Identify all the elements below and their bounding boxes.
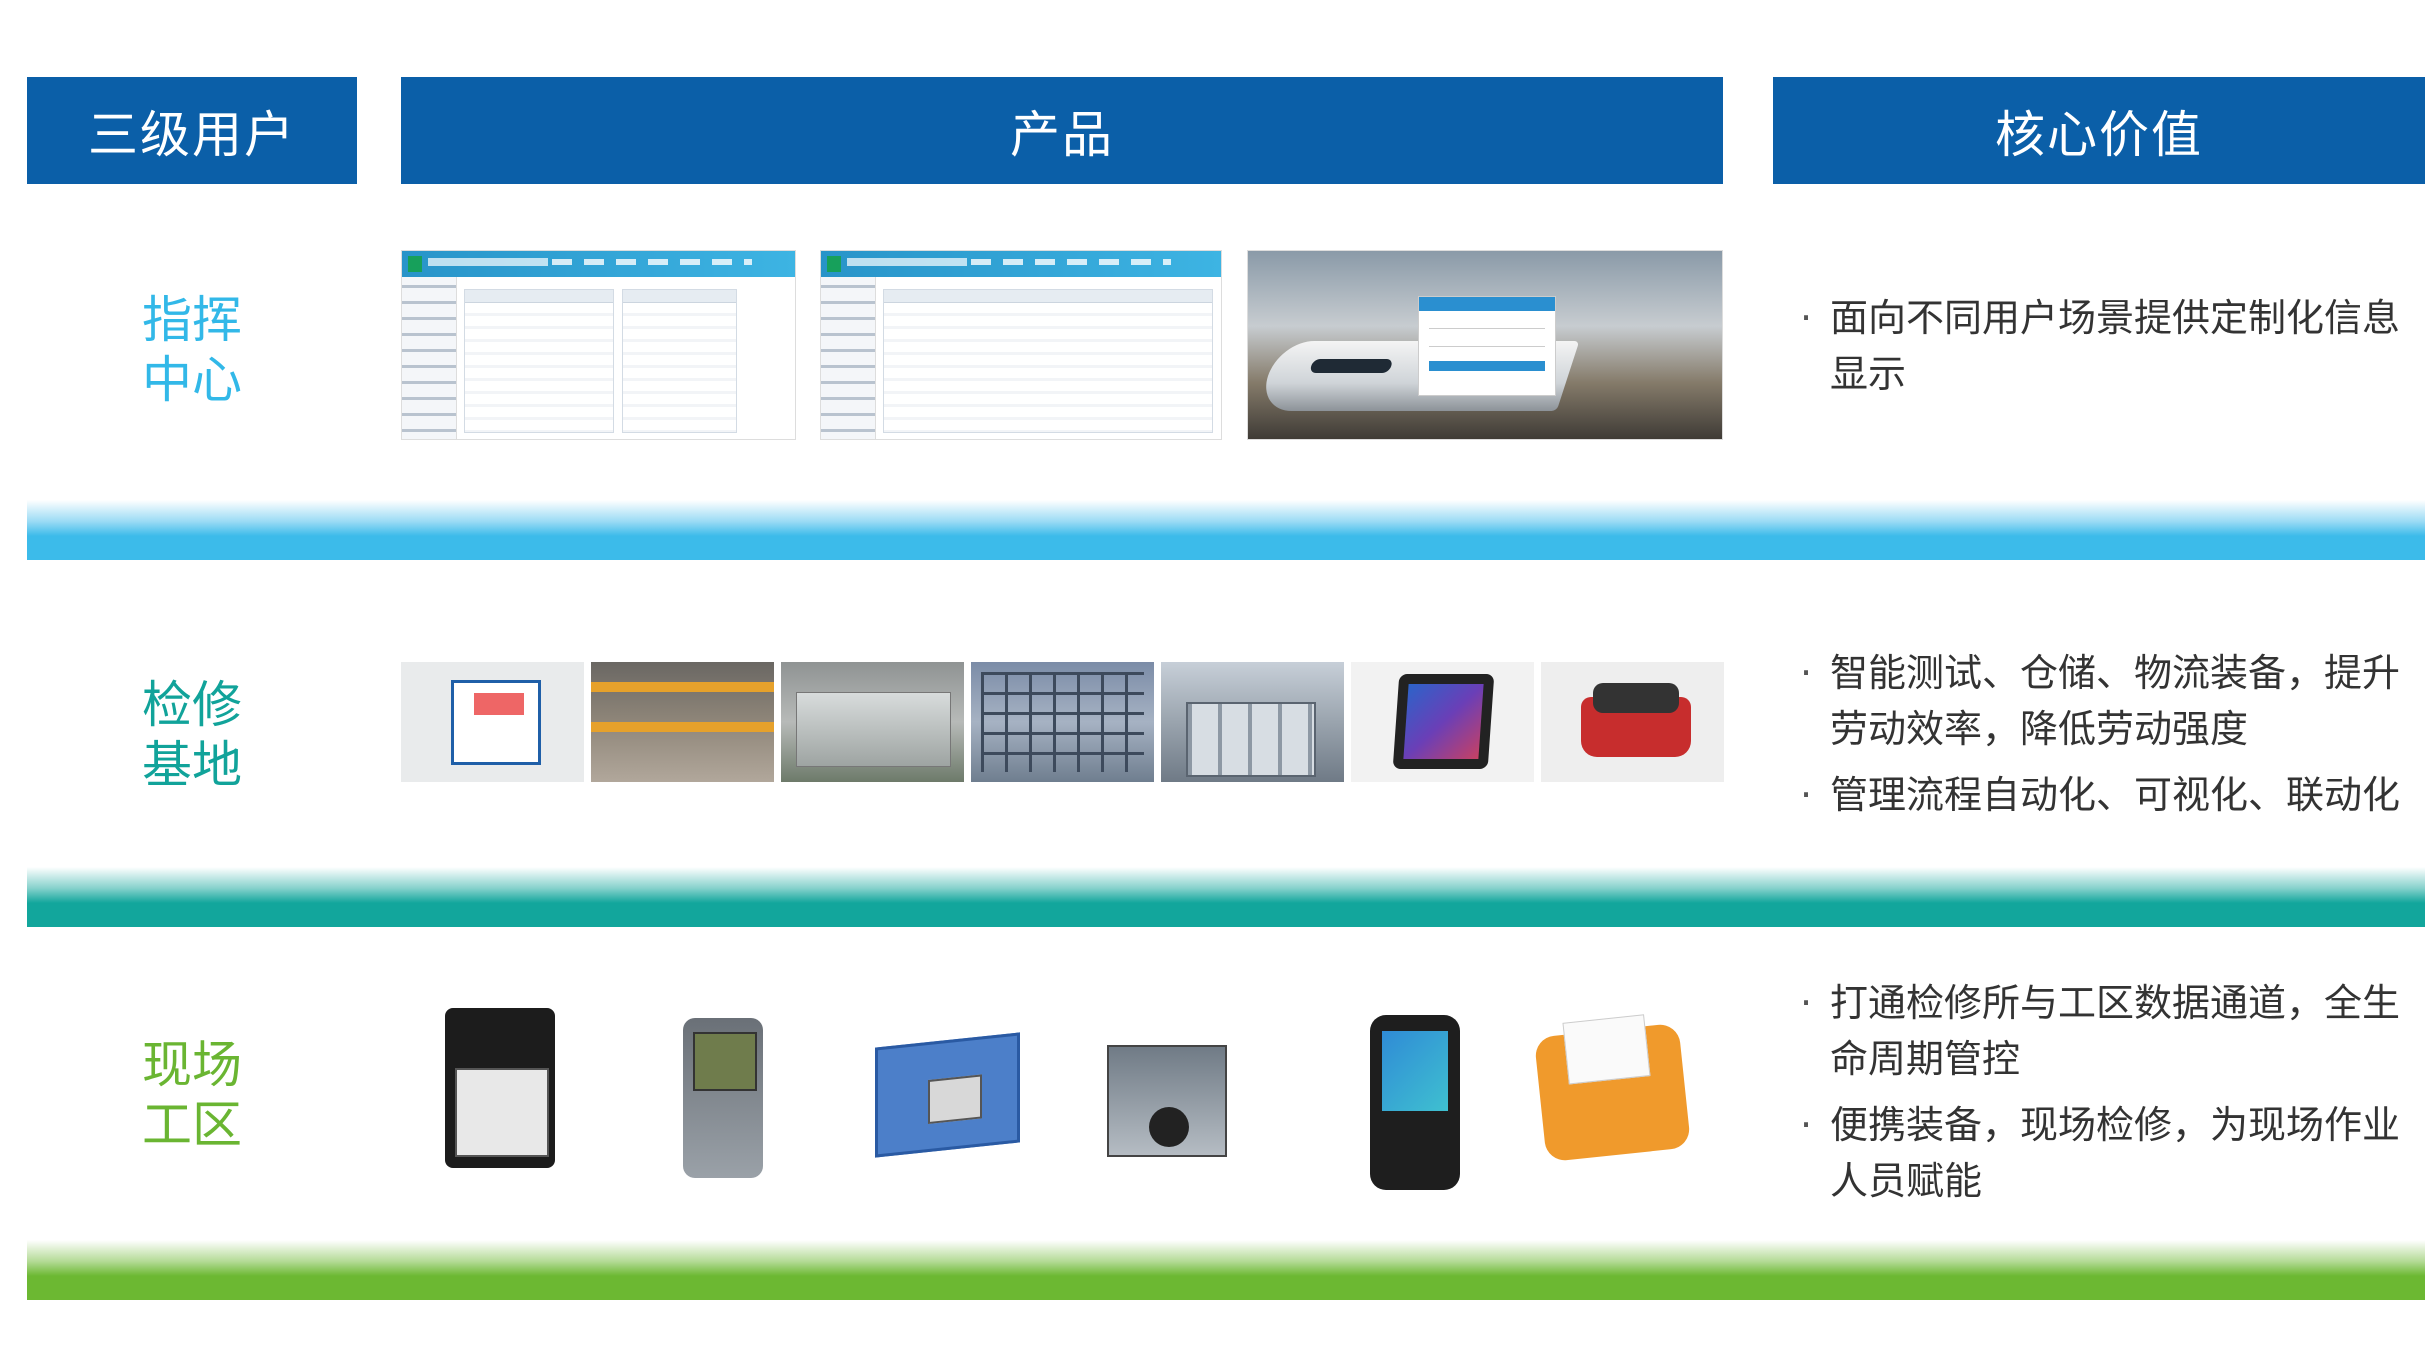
tier-band-maintenance-base xyxy=(27,867,2425,927)
tier-label-line: 工区 xyxy=(142,1096,242,1154)
tier-band-command-center xyxy=(27,500,2425,560)
app-logo-icon xyxy=(408,256,422,272)
core-value-text: 打通检修所与工区数据通道，全生命周期管控 xyxy=(1830,981,2401,1081)
tier-label-line: 检修 xyxy=(142,676,242,734)
photo-agv-robot xyxy=(1541,662,1724,782)
core-value-item: · 智能测试、仓储、物流装备，提升劳动效率，降低劳动强度 xyxy=(1800,645,2400,757)
core-value-list-command-center: · 面向不同用户场景提供定制化信息显示 xyxy=(1800,290,2400,412)
core-value-text: 管理流程自动化、可视化、联动化 xyxy=(1830,773,2401,817)
photo-rugged-tablet xyxy=(1351,662,1534,782)
header-core-value: 核心价值 xyxy=(1773,77,2425,184)
tier-label-line: 基地 xyxy=(142,736,242,794)
core-value-item: · 面向不同用户场景提供定制化信息显示 xyxy=(1800,290,2400,402)
login-button xyxy=(1429,361,1545,371)
photo-handheld-tester xyxy=(683,1018,763,1178)
tier-label-maintenance-base: 检修 基地 xyxy=(27,675,357,795)
tier-band-field-work-area xyxy=(27,1240,2425,1300)
core-value-item: · 打通检修所与工区数据通道，全生命周期管控 xyxy=(1800,975,2400,1087)
bullet-icon: · xyxy=(1800,296,1813,340)
app-topbar xyxy=(821,251,1221,277)
header-users: 三级用户 xyxy=(27,77,357,184)
photo-cleaning-tank xyxy=(781,662,964,782)
tier-label-command-center: 指挥 中心 xyxy=(27,290,357,410)
app-sidebar xyxy=(402,277,457,439)
core-value-text: 便携装备，现场检修，为现场作业人员赋能 xyxy=(1830,1103,2401,1203)
photo-label-printer xyxy=(1533,1022,1692,1163)
header-products: 产品 xyxy=(401,77,1723,184)
software-screenshot-table xyxy=(820,250,1222,440)
core-value-text: 面向不同用户场景提供定制化信息显示 xyxy=(1830,296,2401,396)
login-form xyxy=(1418,296,1556,396)
photo-overhead-crane xyxy=(591,662,774,782)
tier-label-line: 现场 xyxy=(142,1036,242,1094)
core-value-item: · 管理流程自动化、可视化、联动化 xyxy=(1800,767,2400,823)
app-sidebar xyxy=(821,277,876,439)
photo-storage-rack xyxy=(971,662,1154,782)
data-panel xyxy=(622,289,737,433)
software-screenshot-dashboard xyxy=(401,250,796,440)
photo-portable-test-case xyxy=(445,1008,555,1168)
bullet-icon: · xyxy=(1800,651,1813,695)
software-screenshot-login xyxy=(1247,250,1723,440)
app-topbar xyxy=(402,251,795,277)
bullet-icon: · xyxy=(1800,981,1813,1025)
photo-tool-cabinet xyxy=(1161,662,1344,782)
photo-test-cabinet xyxy=(401,662,584,782)
core-value-item: · 便携装备，现场检修，为现场作业人员赋能 xyxy=(1800,1097,2400,1209)
core-value-list-field-work-area: · 打通检修所与工区数据通道，全生命周期管控 · 便携装备，现场检修，为现场作业… xyxy=(1800,975,2400,1219)
data-panel xyxy=(464,289,614,433)
photo-handheld-pda xyxy=(1370,1015,1460,1190)
core-value-text: 智能测试、仓储、物流装备，提升劳动效率，降低劳动强度 xyxy=(1830,651,2401,751)
photo-power-supply xyxy=(1107,1045,1227,1157)
app-logo-icon xyxy=(827,256,841,272)
tier-label-line: 中心 xyxy=(142,351,242,409)
data-table xyxy=(883,289,1213,433)
photo-benchtop-instrument xyxy=(875,1032,1020,1158)
bullet-icon: · xyxy=(1800,1103,1813,1147)
bullet-icon: · xyxy=(1800,773,1813,817)
tier-label-line: 指挥 xyxy=(142,291,242,349)
core-value-list-maintenance-base: · 智能测试、仓储、物流装备，提升劳动效率，降低劳动强度 · 管理流程自动化、可… xyxy=(1800,645,2400,833)
tier-label-field-work-area: 现场 工区 xyxy=(27,1035,357,1155)
